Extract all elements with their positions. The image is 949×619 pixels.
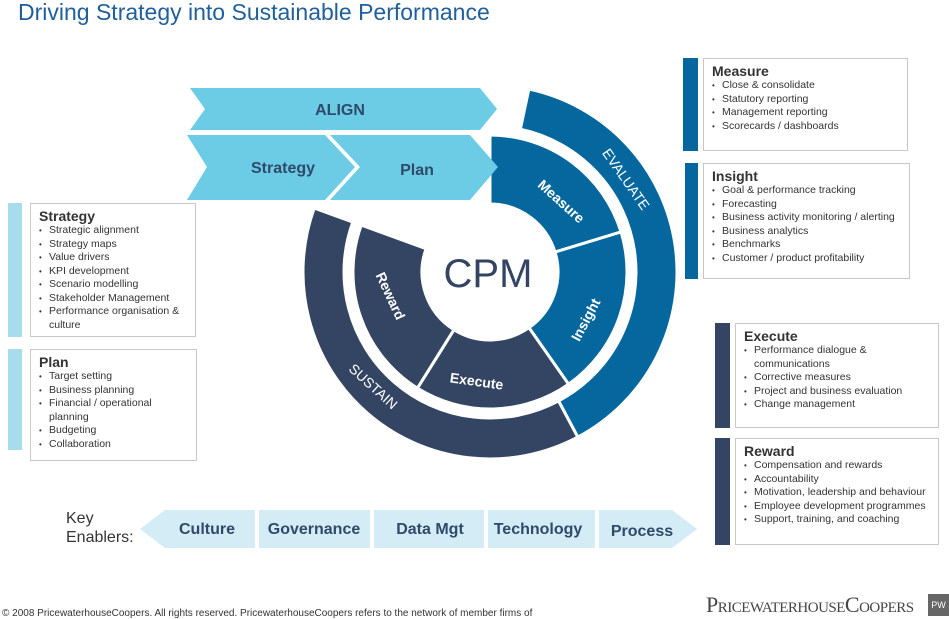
list-item: Budgeting xyxy=(39,424,190,438)
measure-segment xyxy=(488,133,623,254)
execute-box: Execute Performance dialogue & communica… xyxy=(735,323,939,428)
align-arrow xyxy=(190,88,497,130)
key-enablers-label: Key Enablers: xyxy=(66,510,134,546)
list-item: Target setting xyxy=(39,370,190,384)
plan-label: Plan xyxy=(400,162,434,179)
list-item: Support, training, and coaching xyxy=(744,513,932,527)
list-item: Change management xyxy=(744,398,932,412)
execute-label: Execute xyxy=(449,369,505,392)
strategy-chevron xyxy=(187,135,355,200)
box-title: Insight xyxy=(712,168,758,184)
list-item: Scorecards / dashboards xyxy=(712,120,901,134)
plan-chevron xyxy=(330,135,498,200)
list-item: Customer / product profitability xyxy=(712,252,903,266)
list-item: Stakeholder Management xyxy=(39,292,189,306)
measure-box: Measure Close & consolidateStatutory rep… xyxy=(703,58,908,151)
list-item: Compensation and rewards xyxy=(744,459,932,473)
enabler-process xyxy=(599,510,697,548)
insight-box: Insight Goal & performance trackingForec… xyxy=(703,163,910,279)
enabler-technology-label: Technology xyxy=(494,521,583,538)
evaluate-ring xyxy=(518,87,679,440)
plan-box: Plan Target settingBusiness planningFina… xyxy=(30,349,197,461)
list-item: Benchmarks xyxy=(712,238,903,252)
measure-bar xyxy=(683,58,698,151)
execute-segment xyxy=(415,325,571,411)
pwc-logo-mark: PW xyxy=(928,594,949,616)
list-item: Motivation, leadership and behaviour xyxy=(744,486,932,500)
enabler-culture-label: Culture xyxy=(179,521,235,538)
copyright-text: © 2008 PricewaterhouseCoopers. All right… xyxy=(2,608,533,619)
list-item: Accountability xyxy=(744,473,932,487)
list-item: Close & consolidate xyxy=(712,79,901,93)
strategy-bar xyxy=(8,203,22,337)
list-item: Performance dialogue & communications xyxy=(744,344,932,371)
list-item: Forecasting xyxy=(712,198,903,212)
list-item: Management reporting xyxy=(712,106,901,120)
list-item: Goal & performance tracking xyxy=(712,184,903,198)
list-item: Strategy maps xyxy=(39,238,189,252)
list-item: Collaboration xyxy=(39,438,190,452)
execute-bar xyxy=(715,323,730,428)
enabler-culture xyxy=(140,510,255,548)
reward-segment xyxy=(351,223,457,391)
enabler-governance-label: Governance xyxy=(268,521,361,538)
box-title: Reward xyxy=(744,443,795,459)
list-item: Strategic alignment xyxy=(39,224,189,238)
sustain-ring xyxy=(301,206,580,461)
list-item: Statutory reporting xyxy=(712,93,901,107)
pwc-logo: PricewaterhouseCoopers xyxy=(706,592,914,617)
list-item: Project and business evaluation xyxy=(744,385,932,399)
list-item: Scenario modelling xyxy=(39,278,189,292)
list-item: Financial / operational planning xyxy=(39,397,190,424)
strategy-box: Strategy Strategic alignmentStrategy map… xyxy=(30,203,196,337)
list-item: Business analytics xyxy=(712,225,903,239)
insight-bar xyxy=(685,163,698,279)
cpm-label: CPM xyxy=(444,252,533,296)
reward-box: Reward Compensation and rewardsAccountab… xyxy=(735,438,939,545)
list-item: Value drivers xyxy=(39,251,189,265)
box-title: Strategy xyxy=(39,208,96,224)
enabler-data-mgt-label: Data Mgt xyxy=(396,521,464,538)
enabler-governance xyxy=(259,510,370,548)
list-item: KPI development xyxy=(39,265,189,279)
enabler-technology xyxy=(488,510,595,548)
list-item: Business activity monitoring / alerting xyxy=(712,211,903,225)
box-title: Plan xyxy=(39,354,69,370)
align-label: ALIGN xyxy=(315,102,365,119)
list-item: Business planning xyxy=(39,384,190,398)
reward-bar xyxy=(715,438,730,545)
box-title: Execute xyxy=(744,328,798,344)
page-title: Driving Strategy into Sustainable Perfor… xyxy=(18,0,490,25)
box-title: Measure xyxy=(712,63,769,79)
list-item: Corrective measures xyxy=(744,371,932,385)
list-item: Performance organisation & culture xyxy=(39,305,189,332)
list-item: Employee development programmes xyxy=(744,500,932,514)
enabler-data-mgt xyxy=(374,510,484,548)
strategy-label: Strategy xyxy=(251,160,315,177)
insight-segment xyxy=(526,230,629,387)
enabler-process-label: Process xyxy=(611,523,673,540)
plan-bar xyxy=(8,349,22,450)
